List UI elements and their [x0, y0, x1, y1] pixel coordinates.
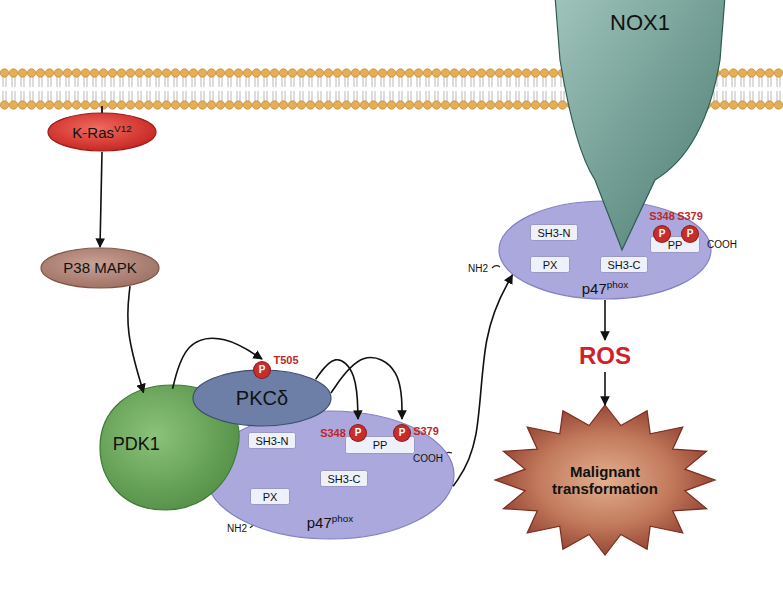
- text-holder: SH3-N: [255, 434, 288, 447]
- arrow-connector: [128, 286, 144, 392]
- superscript-text: phox: [332, 513, 353, 524]
- text-holder: PX: [543, 258, 558, 271]
- site-label: S348: [649, 210, 675, 222]
- site-label: S379: [413, 425, 439, 437]
- protein-ellipse: P38 MAPK: [40, 247, 160, 289]
- text-holder: PP: [373, 439, 388, 452]
- superscript-text: V12: [114, 123, 132, 134]
- terminus-label: NH2: [468, 263, 488, 274]
- domain-box: PX: [530, 256, 570, 273]
- protein-ellipse: K-RasV12: [47, 112, 157, 152]
- terminus-tail: [492, 266, 500, 268]
- arrow-connector: [604, 300, 606, 340]
- node-text: PP: [373, 439, 388, 451]
- site-label: S348: [320, 427, 346, 439]
- node-text: ROS: [579, 342, 631, 369]
- node-text: SH3-N: [255, 434, 288, 446]
- domain-box: SH3-C: [320, 470, 368, 487]
- text-holder: P38 MAPK: [63, 259, 136, 276]
- arrow-connector: [331, 358, 402, 419]
- text-holder: PX: [263, 490, 278, 503]
- node-text: p47: [582, 280, 607, 297]
- phospho-marker: P: [394, 425, 410, 441]
- terminus-label: COOH: [413, 453, 443, 464]
- phospho-marker: P: [254, 362, 270, 378]
- text-holder: p47phox: [307, 513, 353, 531]
- node-text: SH3-C: [327, 472, 360, 484]
- node-text: PP: [668, 238, 683, 250]
- phospho-marker: P: [350, 425, 366, 441]
- node-text: P38 MAPK: [63, 259, 136, 276]
- text-holder: NOX1: [610, 10, 670, 35]
- terminus-label: NH2: [227, 523, 247, 534]
- text-holder: SH3-N: [537, 226, 570, 239]
- node-text: SH3-C: [607, 258, 640, 270]
- node-text: K-Ras: [72, 124, 114, 141]
- node-text: Malignant transformation: [552, 463, 658, 497]
- terminus-label: COOH: [707, 239, 737, 250]
- text-holder: K-RasV12: [72, 123, 131, 141]
- phospho-marker: P: [654, 226, 670, 242]
- arrow-connector: [453, 275, 512, 486]
- text-holder: Malignant transformation: [540, 463, 670, 498]
- text-holder: PKCδ: [236, 387, 288, 410]
- site-label: S379: [677, 210, 703, 222]
- site-label: T505: [273, 354, 298, 366]
- arrow-connector: [100, 152, 102, 247]
- node-text: PDK1: [113, 433, 160, 453]
- kinase-shape: PDK1: [100, 385, 245, 510]
- node-text: NOX1: [610, 10, 670, 35]
- superscript-text: phox: [607, 279, 628, 290]
- text-holder: ROS: [579, 342, 631, 370]
- node-text: PX: [543, 258, 558, 270]
- domain-box: SH3-N: [530, 224, 578, 241]
- phospho-marker: P: [682, 226, 698, 242]
- domain-box: SH3-C: [600, 256, 648, 273]
- domain-box: SH3-N: [248, 432, 296, 449]
- arrow-connector: [604, 372, 606, 405]
- node-text: SH3-N: [537, 226, 570, 238]
- text-holder: p47phox: [582, 279, 628, 297]
- product-label: ROS: [565, 340, 645, 372]
- domain-box: PX: [250, 488, 290, 505]
- node-text: p47: [307, 514, 332, 531]
- node-text: PX: [263, 490, 278, 502]
- text-holder: SH3-C: [327, 472, 360, 485]
- outcome-starburst: Malignant transformation: [495, 405, 715, 555]
- node-text: PKCδ: [236, 387, 288, 409]
- text-holder: SH3-C: [607, 258, 640, 271]
- text-holder: PDK1: [113, 433, 160, 454]
- text-holder: PP: [668, 238, 683, 251]
